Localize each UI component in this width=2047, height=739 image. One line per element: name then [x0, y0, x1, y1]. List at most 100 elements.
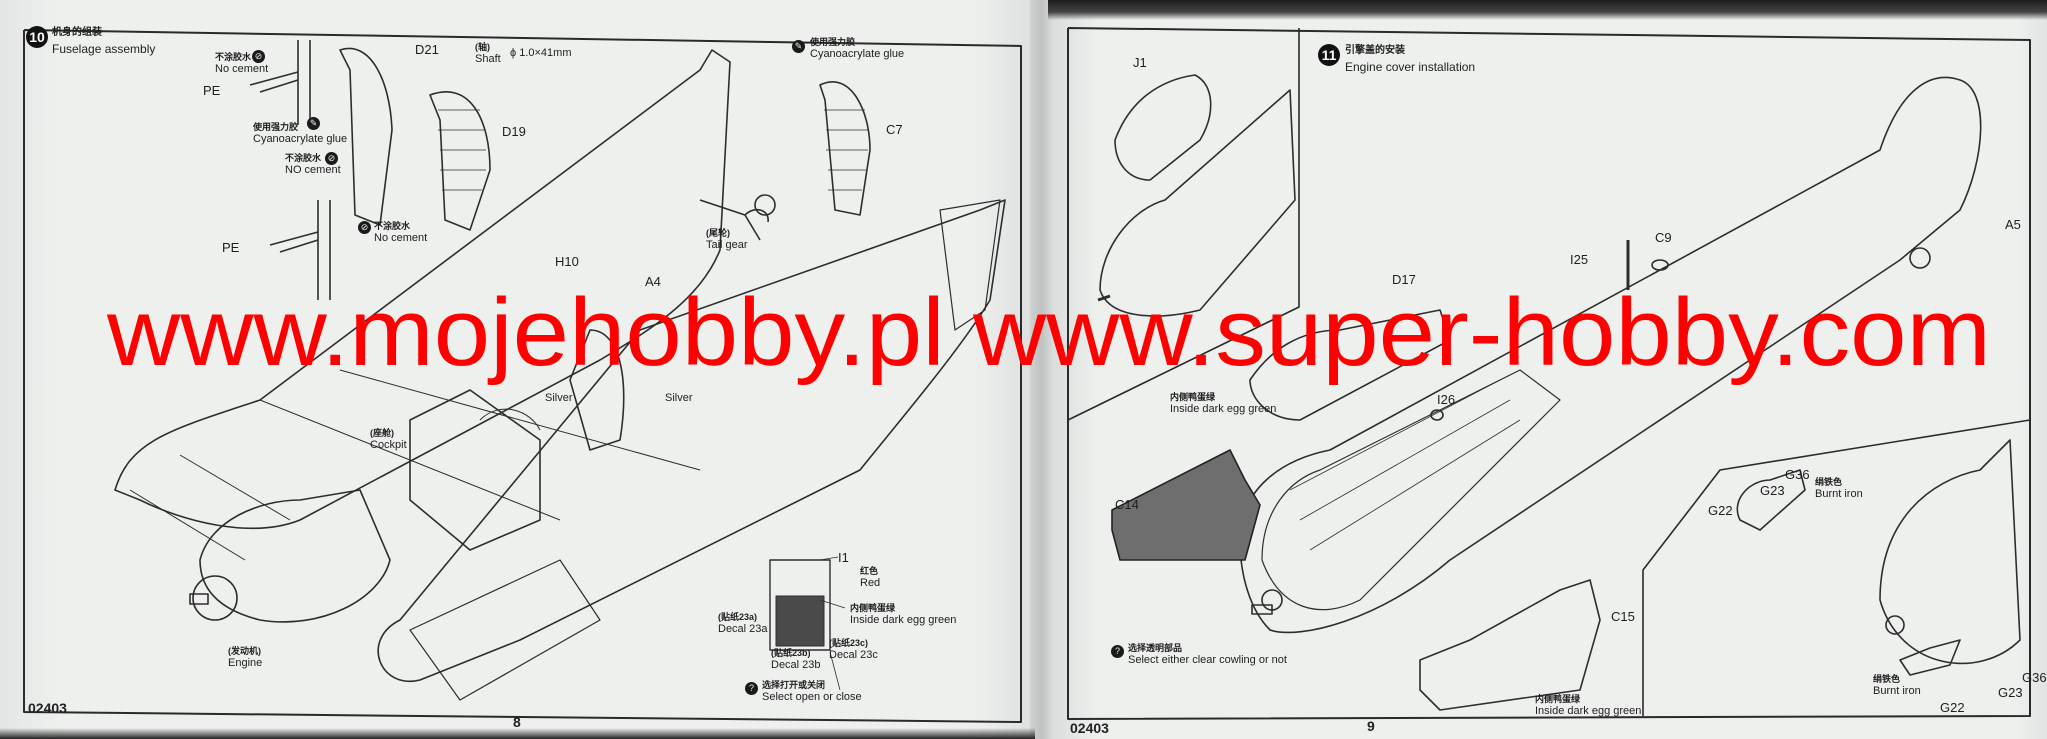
callout-en: Engine: [228, 657, 263, 669]
callout-zh: 绢铁色: [1815, 477, 1843, 487]
part-d19: D19: [502, 124, 526, 139]
part-g22-top: G22: [1708, 503, 1733, 518]
note-zh: 使用强力胶: [253, 122, 299, 132]
part-i1: I1: [838, 550, 849, 565]
note-en: No cement: [215, 63, 269, 75]
callout-en: Decal 23c: [829, 649, 878, 661]
part-g23-top: G23: [1760, 483, 1785, 498]
select-option-icon: ?: [1111, 645, 1124, 658]
page-number-right: 9: [1367, 718, 1375, 734]
callout-en: Decal 23b: [771, 659, 821, 671]
no-cement-icon: ⊘: [325, 152, 338, 165]
note-en: Select open or close: [762, 691, 862, 703]
note-en: Cyanoacrylate glue: [253, 133, 348, 145]
right-fuselage-drawing: [1097, 74, 2021, 711]
part-g22-bottom: G22: [1940, 700, 1965, 715]
glue-icon: ✎: [792, 40, 805, 53]
right-page-frame: [1067, 27, 2031, 720]
step-10-title-zh: 机身的组装: [52, 27, 102, 38]
note-en: Cyanoacrylate glue: [810, 48, 905, 60]
top-shadow: [1048, 0, 2047, 20]
inset-box-j1: [1067, 28, 1300, 421]
part-h10: H10: [555, 254, 579, 269]
callout-zh: (贴纸23b): [771, 648, 811, 658]
part-pe-2: PE: [222, 240, 240, 255]
callout-zh: 内侧鸭蛋绿: [1535, 694, 1581, 704]
note-zh: 不涂胶水: [374, 221, 411, 231]
right-page: [1048, 0, 2047, 739]
note-en: No cement: [374, 232, 428, 244]
note-zh: 选择打开或关闭: [762, 680, 826, 690]
part-a5: A5: [2005, 217, 2021, 232]
part-i25: I25: [1570, 252, 1589, 267]
callout-decal-23c: (贴纸23c)Decal 23c: [829, 638, 878, 662]
part-d17: D17: [1392, 272, 1416, 287]
callout-en: Inside dark egg green: [850, 614, 957, 626]
callout-decal-23a: (贴纸23a)Decal 23a: [718, 612, 768, 636]
callout-zh: 红色: [860, 566, 879, 576]
callout-decal-23b: (贴纸23b)Decal 23b: [771, 648, 821, 672]
callout-zh: (发动机): [228, 646, 261, 656]
shaft-en: Shaft: [475, 53, 501, 65]
callout-en: Decal 23a: [718, 623, 768, 635]
note-zh: 不涂胶水: [285, 153, 322, 163]
callout-zh: (贴纸23c): [829, 638, 869, 648]
callout-zh: (座舱): [370, 428, 394, 438]
step-11-badge: 11: [1318, 44, 1340, 66]
callout-zh: (尾轮): [706, 228, 730, 238]
callout-tail-gear: (尾轮)Tail gear: [706, 228, 748, 252]
part-pe-1: PE: [203, 83, 221, 98]
part-c14: C14: [1115, 497, 1139, 512]
shaft-zh: (轴): [475, 42, 490, 52]
part-a4: A4: [645, 274, 661, 289]
callout-en: Red: [860, 577, 881, 589]
part-g23-bottom: G23: [1998, 685, 2023, 700]
note-en: NO cement: [285, 164, 341, 176]
callout-en: Inside dark egg green: [1170, 403, 1277, 415]
no-cement-icon: ⊘: [252, 50, 265, 63]
left-fuselage-drawing: [114, 40, 1006, 701]
glue-icon: ✎: [307, 117, 320, 130]
note-en: Select either clear cowling or not: [1128, 654, 1287, 666]
callout-zh: (贴纸23a): [718, 612, 758, 622]
page-number-left: 8: [513, 714, 521, 730]
part-c15: C15: [1611, 609, 1635, 624]
bottom-shadow: [0, 728, 1035, 739]
inset-box-exhaust: [1642, 419, 2031, 716]
callout-en: Tail gear: [706, 239, 748, 251]
step-11-title-zh: 引擎盖的安装: [1345, 45, 1405, 56]
step-10-badge: 10: [26, 26, 48, 48]
part-d21: D21: [415, 42, 439, 57]
silver-label-2: Silver: [665, 392, 693, 404]
left-page-frame: [23, 29, 1022, 723]
callout-zh: 内侧鸭蛋绿: [850, 603, 896, 613]
part-j1: J1: [1133, 55, 1147, 70]
part-i26: I26: [1437, 392, 1456, 407]
silver-label-1: Silver: [545, 392, 573, 404]
book-spine: [1030, 0, 1052, 739]
callout-engine: (发动机)Engine: [228, 646, 262, 670]
product-code-right: 02403: [1070, 720, 1109, 736]
callout-en: Inside dark egg green: [1535, 705, 1642, 717]
product-code-left: 02403: [28, 700, 67, 716]
callout-en: Cockpit: [370, 439, 407, 451]
select-option-icon: ?: [745, 682, 758, 695]
part-c7: C7: [886, 122, 903, 137]
left-page: [0, 0, 1035, 739]
callout-cockpit: (座舱)Cockpit: [370, 428, 407, 452]
watermark-text: www.mojehobby.pl www.super-hobby.com: [106, 279, 1991, 386]
note-zh: 选择透明部品: [1128, 643, 1183, 653]
